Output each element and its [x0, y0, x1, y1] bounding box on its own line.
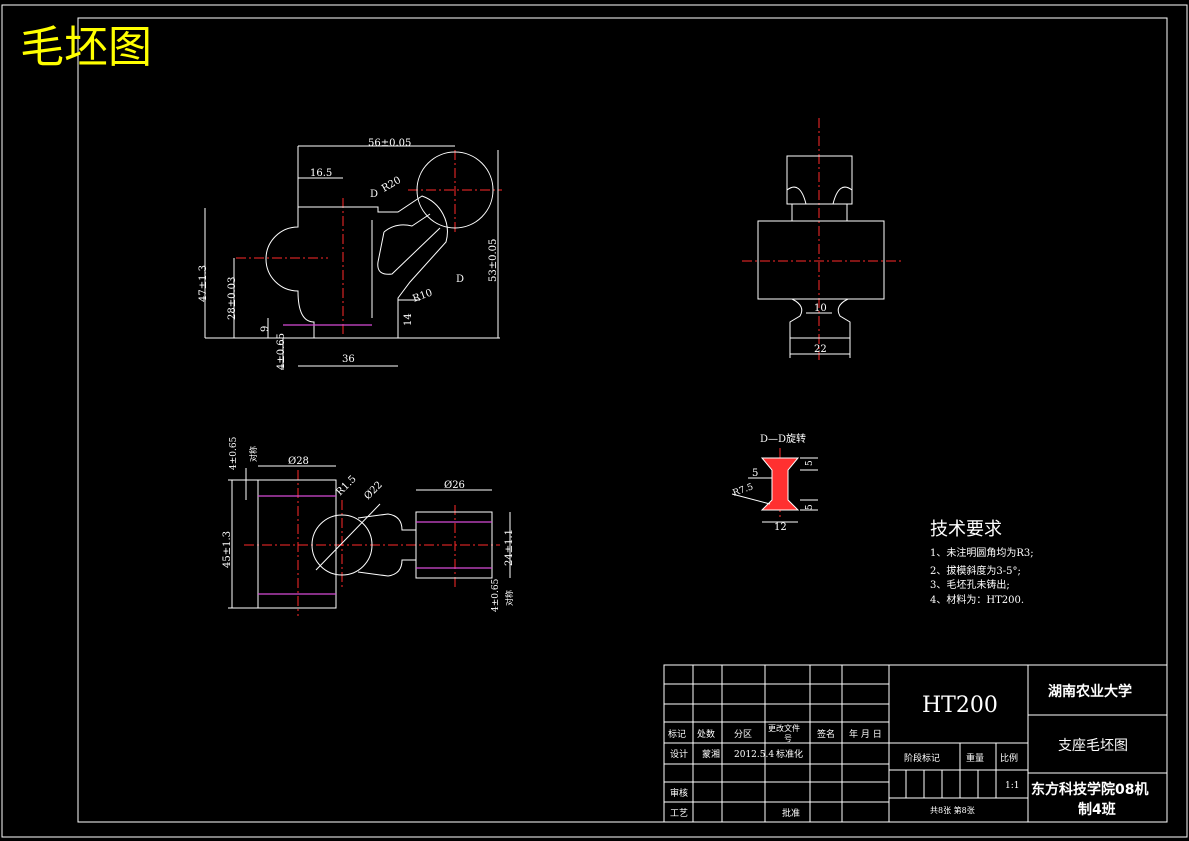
dim-12: 12 [774, 522, 787, 533]
tb-scale: 1:1 [1005, 781, 1019, 791]
tb-biaozhunhua: 标准化 [776, 748, 803, 760]
tb-col-biaoji: 标记 [668, 728, 686, 740]
tech-item-2: 2、拔模斜度为3-5°; [930, 564, 1021, 577]
dim-symmetric-top: 对称 [248, 446, 258, 462]
tb-col-qianming: 签名 [817, 728, 835, 740]
title-block: HT200 湖南农业大学 支座毛坯图 东方科技学院08机 制4班 标记 处数 分… [663, 664, 1168, 823]
tb-design-date: 2012.5.4 [734, 750, 774, 760]
dim-36: 36 [342, 354, 355, 365]
dim-4-top: 4±0.65 [229, 436, 239, 470]
inner-border [77, 17, 1168, 823]
section-mark-d-upper: D [370, 189, 378, 200]
tb-school: 湖南农业大学 [1048, 683, 1132, 700]
drawing-title: 毛坯图 [20, 22, 152, 73]
tb-class-2: 制4班 [1078, 801, 1116, 818]
dim-dia28: Ø28 [288, 456, 309, 467]
tb-class-1: 东方科技学院08机 [1031, 781, 1148, 798]
dim-r1-5: R1.5 [334, 474, 358, 498]
dim-16-5: 16.5 [310, 168, 332, 179]
dim-4: 4±0.65 [276, 333, 287, 370]
section-d-d: D—D旋转 5 5 5 R7.5 12 [732, 432, 818, 533]
dim-5-bottom: 5 [805, 504, 815, 510]
dim-5-top: 5 [805, 460, 815, 466]
section-hatch [760, 457, 800, 511]
dim-9: 9 [260, 326, 271, 332]
tb-bili: 比例 [1000, 752, 1018, 764]
tb-sheets: 共8张 第8张 [930, 805, 975, 815]
tb-material: HT200 [922, 693, 998, 718]
tb-col-chushu: 处数 [697, 728, 715, 740]
tech-item-4: 4、材料为：HT200. [930, 593, 1024, 606]
dim-22: 22 [814, 344, 827, 355]
dim-5-left: 5 [752, 468, 758, 479]
tb-part-name: 支座毛坯图 [1058, 738, 1128, 754]
tech-item-3: 3、毛坯孔未铸出; [930, 578, 1010, 591]
dim-r20: R20 [380, 175, 403, 195]
dim-14: 14 [403, 313, 414, 326]
tb-shenhe: 审核 [670, 787, 688, 799]
tech-heading: 技术要求 [930, 519, 1002, 540]
dim-dia22: Ø22 [362, 480, 385, 503]
top-view: 4±0.65 对称 Ø28 R1.5 Ø22 Ø26 45±1.3 24±1.1… [222, 436, 515, 616]
tech-item-1: 1、未注明圆角均为R3; [930, 546, 1034, 559]
dim-53: 53±0.05 [488, 239, 499, 282]
dim-28: 28±0.03 [227, 277, 238, 320]
tb-designer: 蒙湘 [702, 748, 720, 760]
tb-zhongliang: 重量 [966, 752, 984, 764]
dim-r7-5: R7.5 [732, 482, 755, 499]
dim-r10: R10 [411, 288, 434, 305]
section-title: D—D旋转 [760, 432, 806, 445]
tech-requirements: 技术要求 1、未注明圆角均为R3; 2、拔模斜度为3-5°; 3、毛坯孔未铸出;… [930, 519, 1034, 606]
section-mark-d-lower: D [456, 274, 464, 285]
dim-4-bottom: 4±0.65 [491, 578, 501, 612]
outer-border [1, 4, 1188, 838]
dim-24: 24±1.1 [504, 529, 515, 566]
tb-col-fenqu: 分区 [734, 729, 752, 740]
dim-56: 56±0.05 [368, 138, 411, 149]
dim-47: 47±1.3 [198, 265, 209, 302]
dim-symmetric-bottom: 对称 [504, 590, 514, 606]
tb-pizhun: 批准 [782, 807, 800, 819]
front-view: 56±0.05 16.5 R20 D 47±1.3 28±0.03 53±0.0… [198, 138, 502, 370]
dim-10: 10 [814, 303, 827, 314]
tb-jieduan: 阶段标记 [904, 752, 940, 764]
tb-col-gengwen: 更改文件 [768, 723, 800, 733]
tb-col-gengwen2: 号 [784, 734, 792, 743]
tb-gongyi: 工艺 [670, 808, 688, 819]
side-view: 10 22 [742, 118, 904, 360]
tb-row-sheji: 设计 [670, 748, 688, 760]
dim-45: 45±1.3 [222, 531, 233, 568]
dim-dia26: Ø26 [444, 480, 465, 491]
tb-col-date: 年 月 日 [849, 728, 882, 740]
